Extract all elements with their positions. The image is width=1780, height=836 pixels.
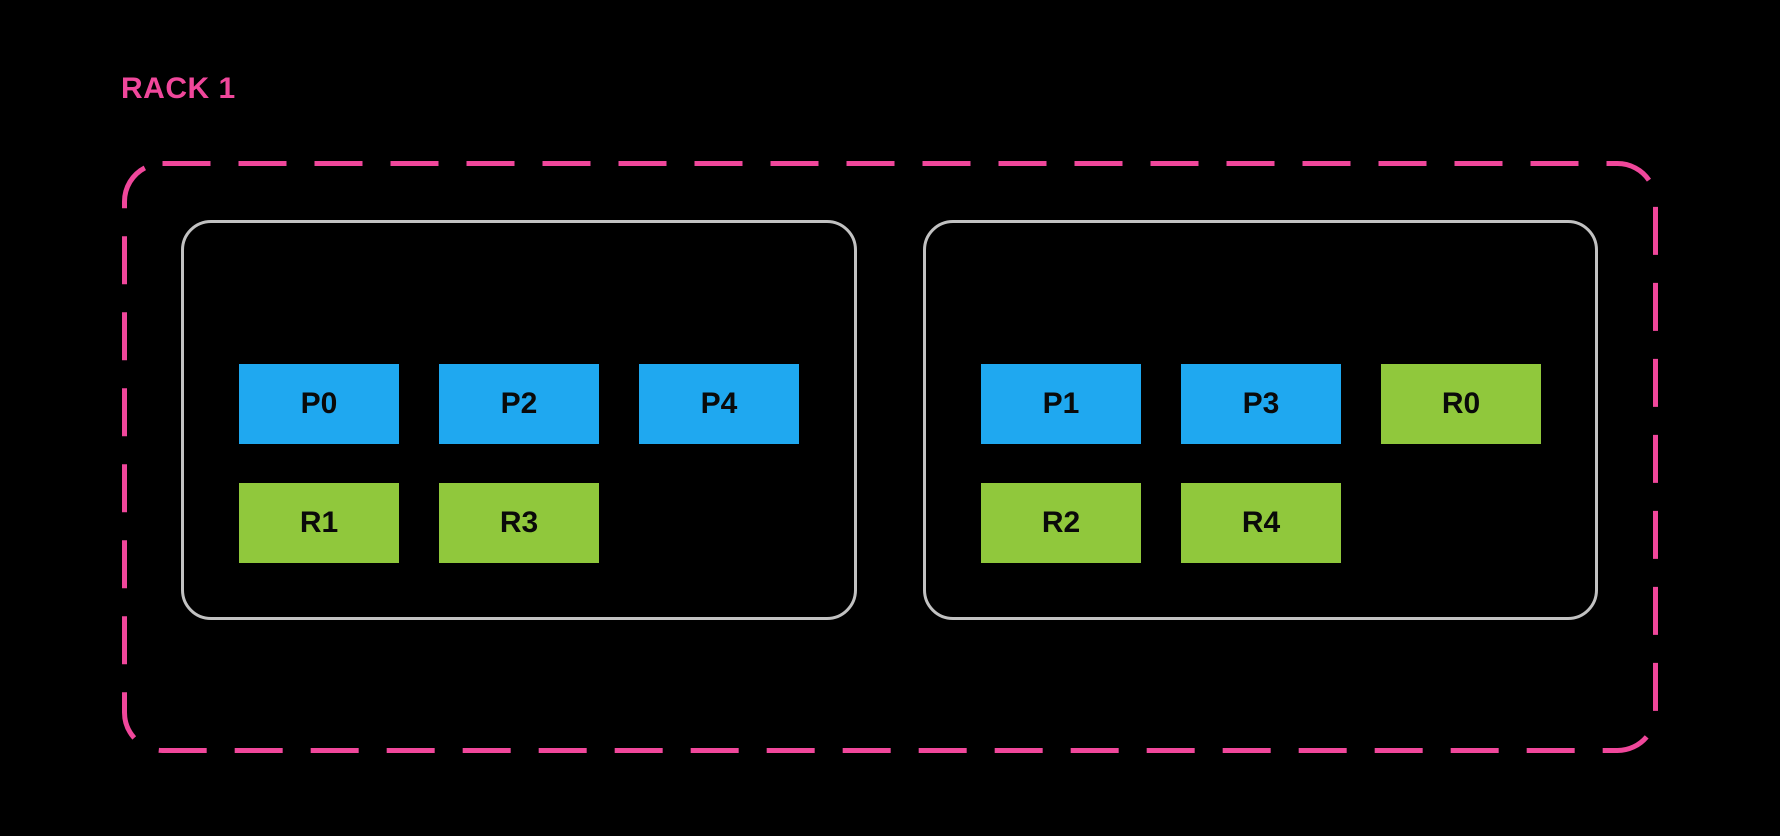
shard-box: P4 [639,364,799,444]
rack-dashed-border [122,161,1658,753]
shard-box: R2 [981,483,1141,563]
shard-box: R1 [239,483,399,563]
shard-box: P0 [239,364,399,444]
shard-box: P3 [1181,364,1341,444]
node-1-row-bottom: R1 R3 [239,483,854,563]
shard-box: R3 [439,483,599,563]
node-box-1: P0 P2 P4 R1 R3 [181,220,857,620]
node-2-row-bottom: R2 R4 [981,483,1595,563]
shard-box: P1 [981,364,1141,444]
rack-title: RACK 1 [121,72,236,105]
node-1-rows: P0 P2 P4 R1 R3 [184,223,854,563]
shard-box: R4 [1181,483,1341,563]
node-box-2: P1 P3 R0 R2 R4 [923,220,1598,620]
node-2-rows: P1 P3 R0 R2 R4 [926,223,1595,563]
shard-box: P2 [439,364,599,444]
node-2-row-top: P1 P3 R0 [981,364,1595,444]
shard-box: R0 [1381,364,1541,444]
node-1-row-top: P0 P2 P4 [239,364,854,444]
